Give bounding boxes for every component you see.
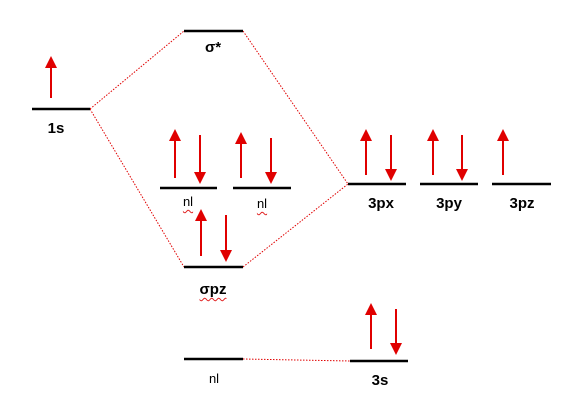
label-1s: 1s xyxy=(47,120,65,137)
label-3s: 3s xyxy=(371,372,389,389)
label-3pz: 3pz xyxy=(509,195,535,212)
label-sigma-star: σ* xyxy=(204,39,222,56)
line-1s-to-sigma-pz xyxy=(89,108,185,268)
line-sigma-pz-to-3px xyxy=(242,183,349,268)
energy-levels xyxy=(32,29,551,363)
electrons xyxy=(45,56,509,355)
label-nl-3s: nl xyxy=(208,371,220,386)
line-1s-to-sigma-star xyxy=(89,30,185,110)
label-sigma-pz-text: σpz xyxy=(199,281,227,298)
label-nl-2: nl xyxy=(256,196,268,211)
line-nl-to-3s xyxy=(242,358,351,362)
label-sigma-pz: σpz xyxy=(200,282,227,297)
label-3py: 3py xyxy=(436,195,462,212)
label-nl-1: nl xyxy=(182,194,194,209)
line-sigma-star-to-3px xyxy=(242,30,349,185)
correlation-lines xyxy=(89,30,351,362)
label-3px: 3px xyxy=(368,195,394,212)
